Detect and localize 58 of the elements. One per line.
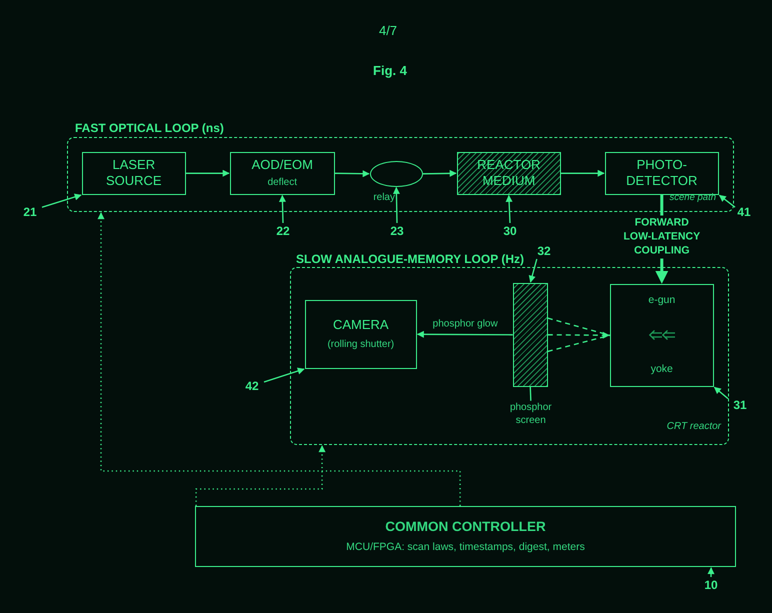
leader-line xyxy=(392,186,400,224)
leader-line xyxy=(718,194,736,208)
edge-label: phosphor glow xyxy=(430,316,500,332)
callout-number: 22 xyxy=(271,223,295,239)
leader-line xyxy=(528,258,538,283)
box-title: CAMERA xyxy=(332,316,389,334)
box-title: PHOTO- DETECTOR xyxy=(625,157,698,190)
callout-number: 42 xyxy=(240,378,264,394)
arrow xyxy=(334,170,370,178)
figure-title: Fig. 4 xyxy=(373,63,407,78)
leader-line xyxy=(264,368,305,383)
arrow xyxy=(560,170,605,177)
dashed-arrow xyxy=(548,332,610,339)
process-box xyxy=(610,284,714,387)
leader-line xyxy=(42,194,82,208)
dotted-arrow xyxy=(195,445,326,506)
dashed-line xyxy=(548,334,610,352)
callout-number: 23 xyxy=(385,223,409,239)
node-caption: relay xyxy=(372,192,395,203)
callout-number: 30 xyxy=(498,223,522,239)
callout-number: 32 xyxy=(532,243,556,259)
leader-line xyxy=(530,386,532,401)
part-label: phosphor screen xyxy=(500,400,562,429)
process-box xyxy=(604,152,719,195)
sheet-number: 4/7 xyxy=(378,23,398,38)
box-subtitle: MCU/FPGA: scan laws, timestamps, digest, meters xyxy=(346,541,585,554)
arrow xyxy=(422,170,457,177)
box-subtitle: (rolling shutter) xyxy=(327,339,394,352)
callout-number: 10 xyxy=(699,577,723,593)
callout-number: 31 xyxy=(728,397,752,413)
bar-node xyxy=(512,282,548,387)
region-heading: FAST OPTICAL LOOP (ns) xyxy=(75,121,224,135)
dashed-line xyxy=(548,318,610,336)
process-box xyxy=(304,300,417,369)
region-heading: SLOW ANALOGUE-MEMORY LOOP (Hz) xyxy=(296,252,524,266)
box-title: COMMON CONTROLLER xyxy=(385,518,546,536)
process-box xyxy=(82,152,186,195)
leader-line xyxy=(708,567,715,577)
region-note: scene path xyxy=(670,192,716,203)
dotted-arrow xyxy=(98,212,461,506)
box-title: REACTOR MEDIUM xyxy=(476,157,542,190)
process-box xyxy=(230,152,335,195)
leader-line xyxy=(506,194,513,224)
leader-line xyxy=(278,194,286,224)
ellipse-node xyxy=(370,160,423,187)
callout-number: 21 xyxy=(18,204,42,220)
region-note: CRT reactor xyxy=(666,421,721,432)
box-title: AOD/EOM xyxy=(252,156,313,174)
box-title: e-gun xyxy=(648,294,676,307)
leader-line xyxy=(714,386,728,400)
arrow xyxy=(416,330,513,338)
arrow xyxy=(186,170,230,177)
process-box xyxy=(456,152,561,195)
process-box xyxy=(195,506,736,567)
box-subtitle: deflect xyxy=(268,177,298,190)
callout-number: 41 xyxy=(735,204,753,220)
box-title: LASER SOURCE xyxy=(104,157,163,190)
box-subtitle: yoke xyxy=(650,362,673,376)
